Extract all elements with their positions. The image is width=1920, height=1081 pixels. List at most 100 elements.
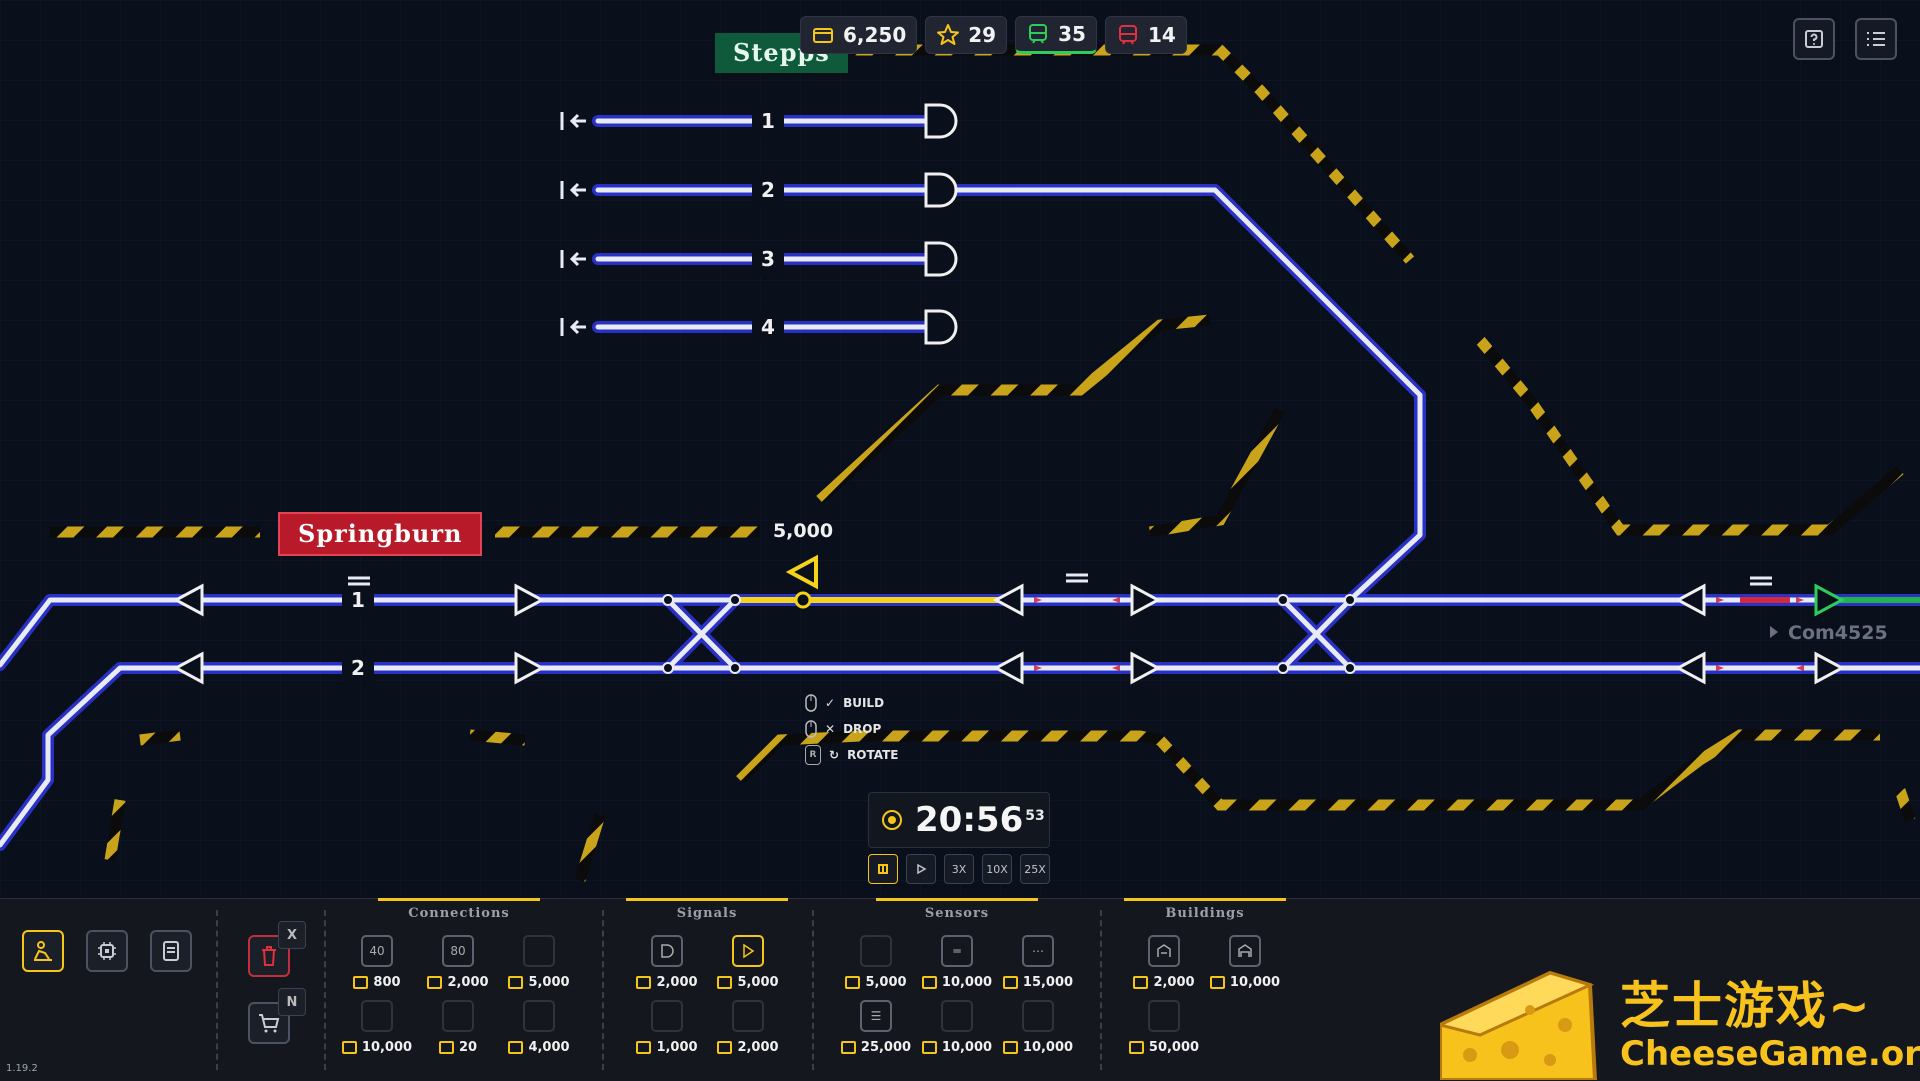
signal-left-1[interactable] [172, 583, 204, 617]
price: 10,000 [941, 975, 993, 990]
sensor-markers[interactable] [348, 573, 1772, 586]
switch-locked-icon [523, 1000, 555, 1032]
sensor-item-6[interactable]: 10,000 [998, 1000, 1078, 1055]
rotate-icon: ↻ [829, 748, 840, 762]
trains-arrived-value: 35 [1058, 22, 1086, 46]
hint-build: ✓ BUILD [805, 690, 899, 716]
signal-left-6[interactable] [1674, 651, 1706, 685]
building-item-1[interactable]: 2,000 [1124, 935, 1204, 990]
speed-3x-button[interactable]: 3X [944, 854, 974, 884]
ghost-signal-placement[interactable] [785, 554, 818, 590]
sensor-item-2[interactable]: ═10,000 [917, 935, 997, 990]
hint-drop-label: DROP [843, 722, 882, 736]
signal-item-1[interactable]: 2,000 [627, 935, 707, 990]
price: 20 [458, 1040, 478, 1055]
price: 10,000 [941, 1040, 993, 1055]
price: 2,000 [447, 975, 489, 990]
train-green-icon [1029, 24, 1048, 44]
connection-item-5[interactable]: 20 [418, 1000, 498, 1055]
price: 15,000 [1022, 975, 1074, 990]
signal-item-4[interactable]: 2,000 [708, 1000, 788, 1055]
signal-right-green[interactable] [1814, 583, 1846, 617]
rail-board[interactable]: 1 2 3 4 1 2 5,000 Com4525 [0, 0, 1920, 900]
speed-10x-button[interactable]: 10X [982, 854, 1012, 884]
sensor-item-3[interactable]: ⋯15,000 [998, 935, 1078, 990]
train-label[interactable]: Com4525 [1788, 622, 1888, 644]
signal-left-2[interactable] [172, 651, 204, 685]
notes-mode-button[interactable] [150, 930, 192, 972]
connection-item-6[interactable]: 4,000 [499, 1000, 579, 1055]
group-signals-header: Signals [676, 906, 738, 921]
signal-right-1[interactable] [514, 583, 546, 617]
help-button[interactable] [1793, 18, 1835, 60]
document-icon [163, 941, 179, 961]
play-button[interactable] [906, 854, 936, 884]
chip-mode-button[interactable] [86, 930, 128, 972]
watermark-en: CheeseGame.org [1620, 1034, 1920, 1074]
placement-hints: ✓ BUILD ✕ DROP R ↻ ROTATE [805, 690, 899, 768]
platform-80-icon: 80 [442, 935, 474, 967]
coin-icon [1002, 976, 1018, 989]
building-item-3[interactable]: 50,000 [1124, 1000, 1204, 1055]
switch-nodes[interactable] [662, 594, 1356, 674]
station-springburn[interactable]: Springburn [278, 512, 483, 556]
menu-button[interactable] [1855, 18, 1897, 60]
platform-number-main-2: 2 [351, 656, 365, 680]
hint-drop: ✕ DROP [805, 716, 899, 742]
price: 2,000 [656, 975, 698, 990]
buffer-stops [560, 112, 586, 336]
building-item-2[interactable]: 10,000 [1205, 935, 1285, 990]
construction-worker-icon [34, 941, 52, 961]
signal-right-3[interactable] [1130, 583, 1162, 617]
coin-icon [427, 976, 443, 989]
coin-icon [1002, 1041, 1018, 1054]
signal-left-5[interactable] [1674, 583, 1706, 617]
clock-time: 20:56 [915, 800, 1024, 840]
hint-rotate: R ↻ ROTATE [805, 742, 899, 768]
platform-locked-icon [361, 1000, 393, 1032]
mouse-left-icon [805, 694, 817, 712]
coin-icon [717, 1041, 733, 1054]
signal-left-4[interactable] [992, 651, 1024, 685]
sensor-item-1[interactable]: 5,000 [836, 935, 916, 990]
connection-item-4[interactable]: 10,000 [337, 1000, 417, 1055]
sensor-item-5[interactable]: 10,000 [917, 1000, 997, 1055]
price: 2,000 [1153, 975, 1195, 990]
coin-icon [636, 1041, 652, 1054]
resource-bar: 6,250 29 35 14 [800, 16, 1187, 54]
signal-right-4[interactable] [1130, 651, 1162, 685]
coin-icon [508, 1041, 524, 1054]
selected-node[interactable] [794, 591, 812, 609]
direction-signal-icon [732, 935, 764, 967]
signal-item-2[interactable]: 5,000 [708, 935, 788, 990]
speed-controls: 3X 10X 25X [868, 854, 1050, 884]
price: 5,000 [865, 975, 907, 990]
pause-button[interactable] [868, 854, 898, 884]
trains-failed-counter: 14 [1104, 16, 1187, 54]
version-label: 1.19.2 [6, 1063, 38, 1074]
money-counter: 6,250 [800, 16, 918, 54]
delete-shortcut-key: X [278, 921, 306, 949]
track-locked-icon [442, 1000, 474, 1032]
sensor-item-4[interactable]: ☰25,000 [836, 1000, 916, 1055]
coin-icon [1128, 1041, 1144, 1054]
coin-icon [921, 976, 937, 989]
speed-25x-button[interactable]: 25X [1020, 854, 1050, 884]
signal-right-6[interactable] [1814, 651, 1846, 685]
wallet-icon [813, 28, 833, 43]
build-mode-button[interactable] [22, 930, 64, 972]
connection-item-2[interactable]: 80 2,000 [418, 935, 498, 990]
coin-icon [508, 976, 524, 989]
connection-item-3[interactable]: 5,000 [499, 935, 579, 990]
price: 10,000 [1022, 1040, 1074, 1055]
coin-icon [636, 976, 652, 989]
price: 5,000 [528, 975, 570, 990]
signal-item-3[interactable]: 1,000 [627, 1000, 707, 1055]
trains-arrived-counter: 35 [1015, 16, 1097, 54]
check-icon: ✓ [825, 696, 836, 710]
signal-right-2[interactable] [514, 651, 546, 685]
platform-number-top-3: 3 [761, 247, 775, 271]
platform-signals[interactable] [924, 103, 958, 345]
signal-left-3[interactable] [992, 583, 1024, 617]
